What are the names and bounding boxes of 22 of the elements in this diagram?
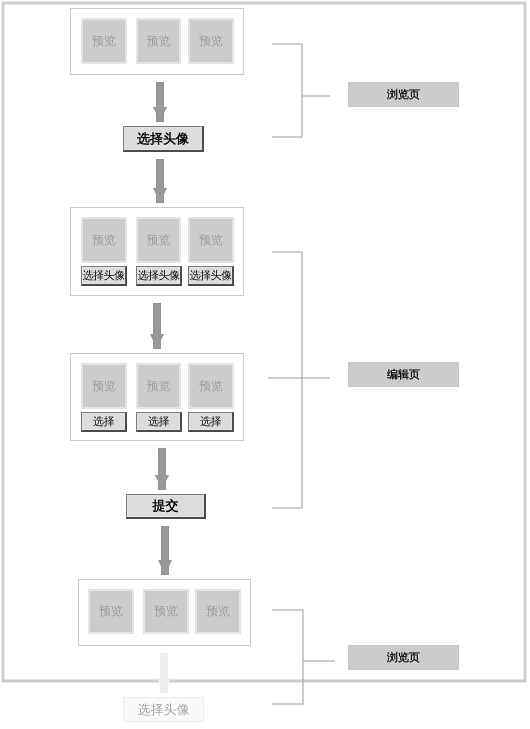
arrow [155, 448, 169, 490]
screen-panel [70, 8, 244, 75]
arrow [150, 303, 164, 349]
select-button: 选择 [188, 412, 234, 432]
select-button: 选择头像 [188, 266, 234, 286]
page-label: 编辑页 [348, 362, 459, 387]
arrow [153, 82, 167, 122]
arrow [153, 159, 167, 203]
screen-panel [70, 353, 244, 441]
page-label: 浏览页 [348, 82, 459, 107]
page-label: 浏览页 [348, 645, 459, 670]
screen-panel [70, 207, 244, 296]
arrow [158, 526, 172, 575]
select-button: 选择头像 [123, 697, 204, 722]
select-button: 选择 [136, 412, 182, 432]
select-button: 提交 [126, 494, 206, 519]
select-button: 选择头像 [136, 266, 182, 286]
screen-panel [78, 579, 251, 646]
arrow [157, 653, 171, 693]
select-button: 选择头像 [81, 266, 127, 286]
select-button: 选择头像 [123, 126, 204, 152]
select-button: 选择 [81, 412, 127, 432]
